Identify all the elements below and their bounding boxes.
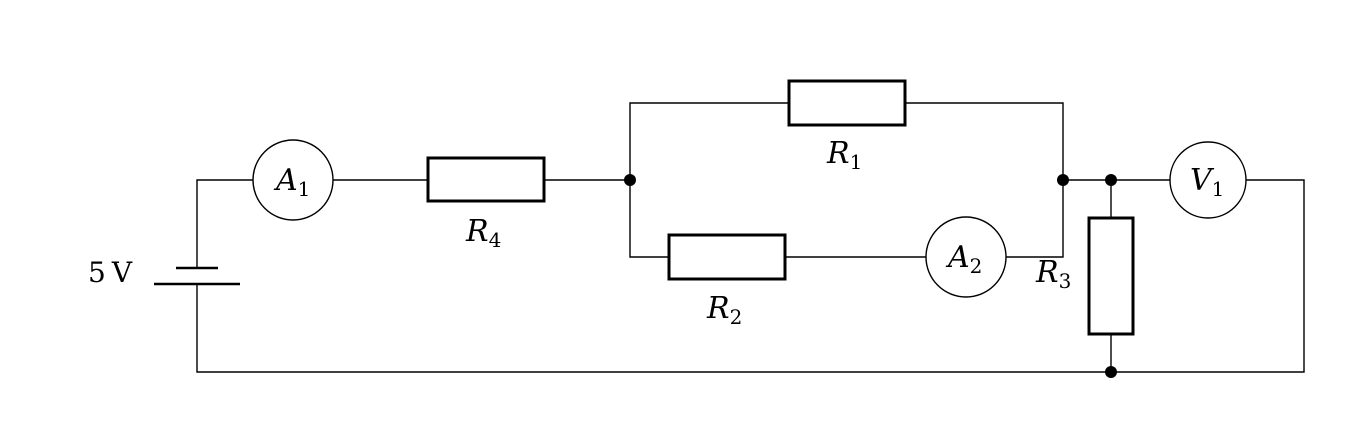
- resistor-r3-label: R3: [1035, 255, 1071, 293]
- ammeter-a1: A1: [252, 139, 334, 221]
- ammeter-a2: A2: [925, 216, 1007, 298]
- resistor-r4-symbol: R: [465, 214, 489, 249]
- voltmeter-v1-label: V1: [1190, 163, 1224, 201]
- ammeter-a2-index: 2: [970, 254, 983, 278]
- resistor-r3-symbol: R: [1035, 255, 1059, 290]
- resistor-r1: R1: [787, 79, 907, 174]
- ammeter-a1-index: 1: [298, 177, 311, 201]
- resistor-r3: R3: [1035, 216, 1135, 336]
- junction-node-r3-bottom: [1105, 366, 1117, 378]
- wire-battery-top: [196, 179, 253, 268]
- battery-voltage: 5: [88, 256, 106, 289]
- resistor-r2-label: R2: [706, 291, 742, 329]
- resistor-r2-symbol: R: [706, 291, 730, 326]
- resistor-r4-label: R4: [465, 214, 501, 252]
- resistor-r1-symbol: R: [826, 136, 850, 171]
- voltmeter-v1: V1: [1169, 141, 1247, 219]
- ammeter-a1-label: A1: [273, 163, 310, 201]
- ammeter-a2-label: A2: [945, 240, 982, 278]
- resistor-r1-index: 1: [850, 150, 863, 174]
- ammeter-a1-circle: [252, 139, 334, 221]
- resistor-r2-index: 2: [730, 305, 743, 329]
- resistor-r4-body: [426, 156, 546, 203]
- resistor-r3-index: 3: [1059, 269, 1072, 293]
- battery-unit: V: [111, 256, 133, 289]
- wires: [196, 102, 1305, 373]
- resistor-r3-body: [1087, 216, 1135, 336]
- resistor-r2: R2: [667, 233, 787, 329]
- voltmeter-v1-circle: [1169, 141, 1247, 219]
- junction-node-right: [1057, 174, 1069, 186]
- junction-node-r3-top: [1105, 174, 1117, 186]
- junction-node-left: [624, 174, 636, 186]
- ammeter-a2-symbol: A: [945, 240, 970, 275]
- resistor-r1-body: [787, 79, 907, 127]
- wire-upper-right: [905, 102, 1064, 180]
- resistor-r4: R4: [426, 156, 546, 252]
- resistor-r4-index: 4: [489, 228, 502, 252]
- voltmeter-v1-symbol: V: [1190, 163, 1215, 198]
- wire-lower-left: [629, 180, 669, 258]
- junction-nodes: [624, 174, 1117, 378]
- resistor-r2-body: [667, 233, 787, 281]
- wire-a2-right: [1006, 180, 1064, 258]
- ammeter-a2-circle: [925, 216, 1007, 298]
- ammeter-a1-symbol: A: [273, 163, 298, 198]
- wire-upper-left: [629, 102, 789, 180]
- wire-v1-return: [196, 179, 1305, 373]
- resistor-r1-label: R1: [826, 136, 862, 174]
- voltmeter-v1-index: 1: [1212, 177, 1225, 201]
